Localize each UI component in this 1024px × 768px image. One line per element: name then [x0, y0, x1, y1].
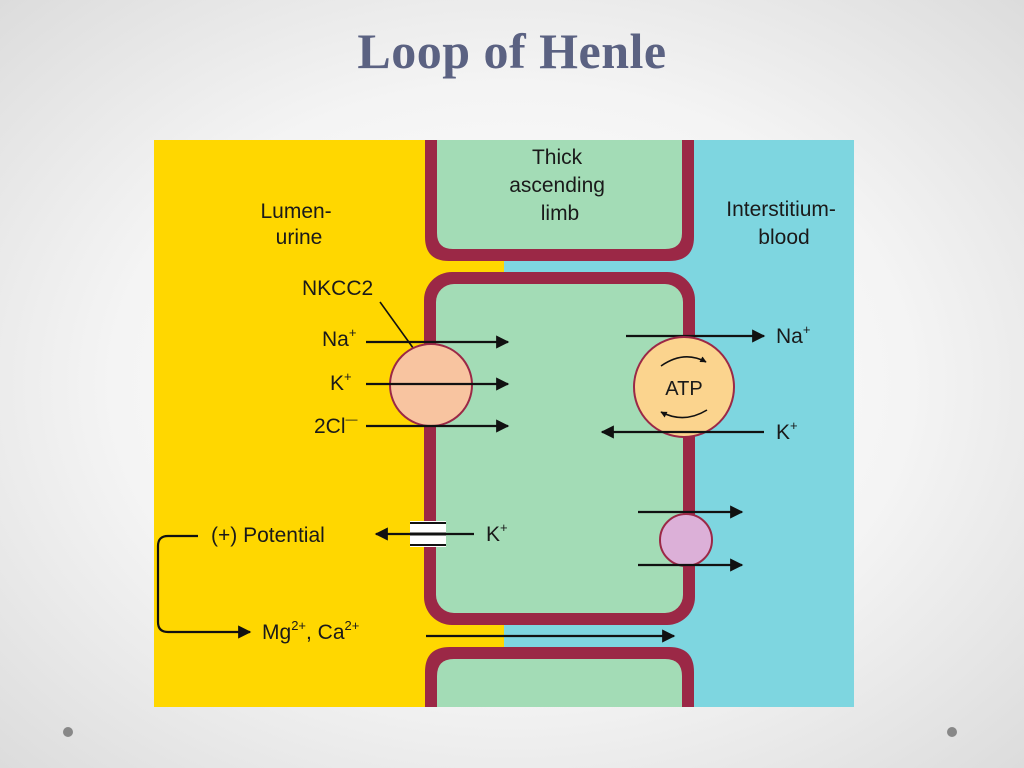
- lumen-label: Lumen- urine: [260, 200, 337, 249]
- mg-ca-label: Mg2+, Ca2+: [262, 618, 359, 644]
- slide-dot-left: [63, 727, 73, 737]
- interstitium-label: Interstitium- blood: [726, 198, 842, 249]
- bottom-cell: [437, 659, 682, 707]
- slide-title: Loop of Henle: [357, 23, 667, 79]
- nkcc2-label: NKCC2: [302, 277, 373, 300]
- na-interstitium-label: Na+: [776, 322, 810, 348]
- na-lumen-label: Na+: [322, 325, 356, 351]
- k-lumen-label: K+: [330, 369, 352, 395]
- na-k-atpase: [633, 336, 735, 438]
- cl-lumen-label: 2Cl—: [314, 412, 358, 438]
- thick-ascending-limb-label: Thick ascending limb: [509, 146, 611, 225]
- potential-bracket: [156, 534, 252, 639]
- middle-cell: [436, 284, 683, 613]
- romk-k-label: K+: [486, 520, 508, 546]
- top-cell: [437, 140, 682, 249]
- k-interstitium-label: K+: [776, 418, 798, 444]
- kcc-transporter: [659, 513, 713, 567]
- slide-dot-right: [947, 727, 957, 737]
- atp-label: ATP: [665, 378, 702, 400]
- nkcc2-pointer: [379, 301, 417, 353]
- atpase-cycle-arrow-top: [660, 356, 707, 367]
- loop-of-henle-diagram: Lumen- urine Thick ascending limb Inters…: [154, 140, 854, 707]
- potential-label: (+) Potential: [211, 524, 325, 547]
- atpase-cycle-arrow-bottom: [660, 409, 708, 419]
